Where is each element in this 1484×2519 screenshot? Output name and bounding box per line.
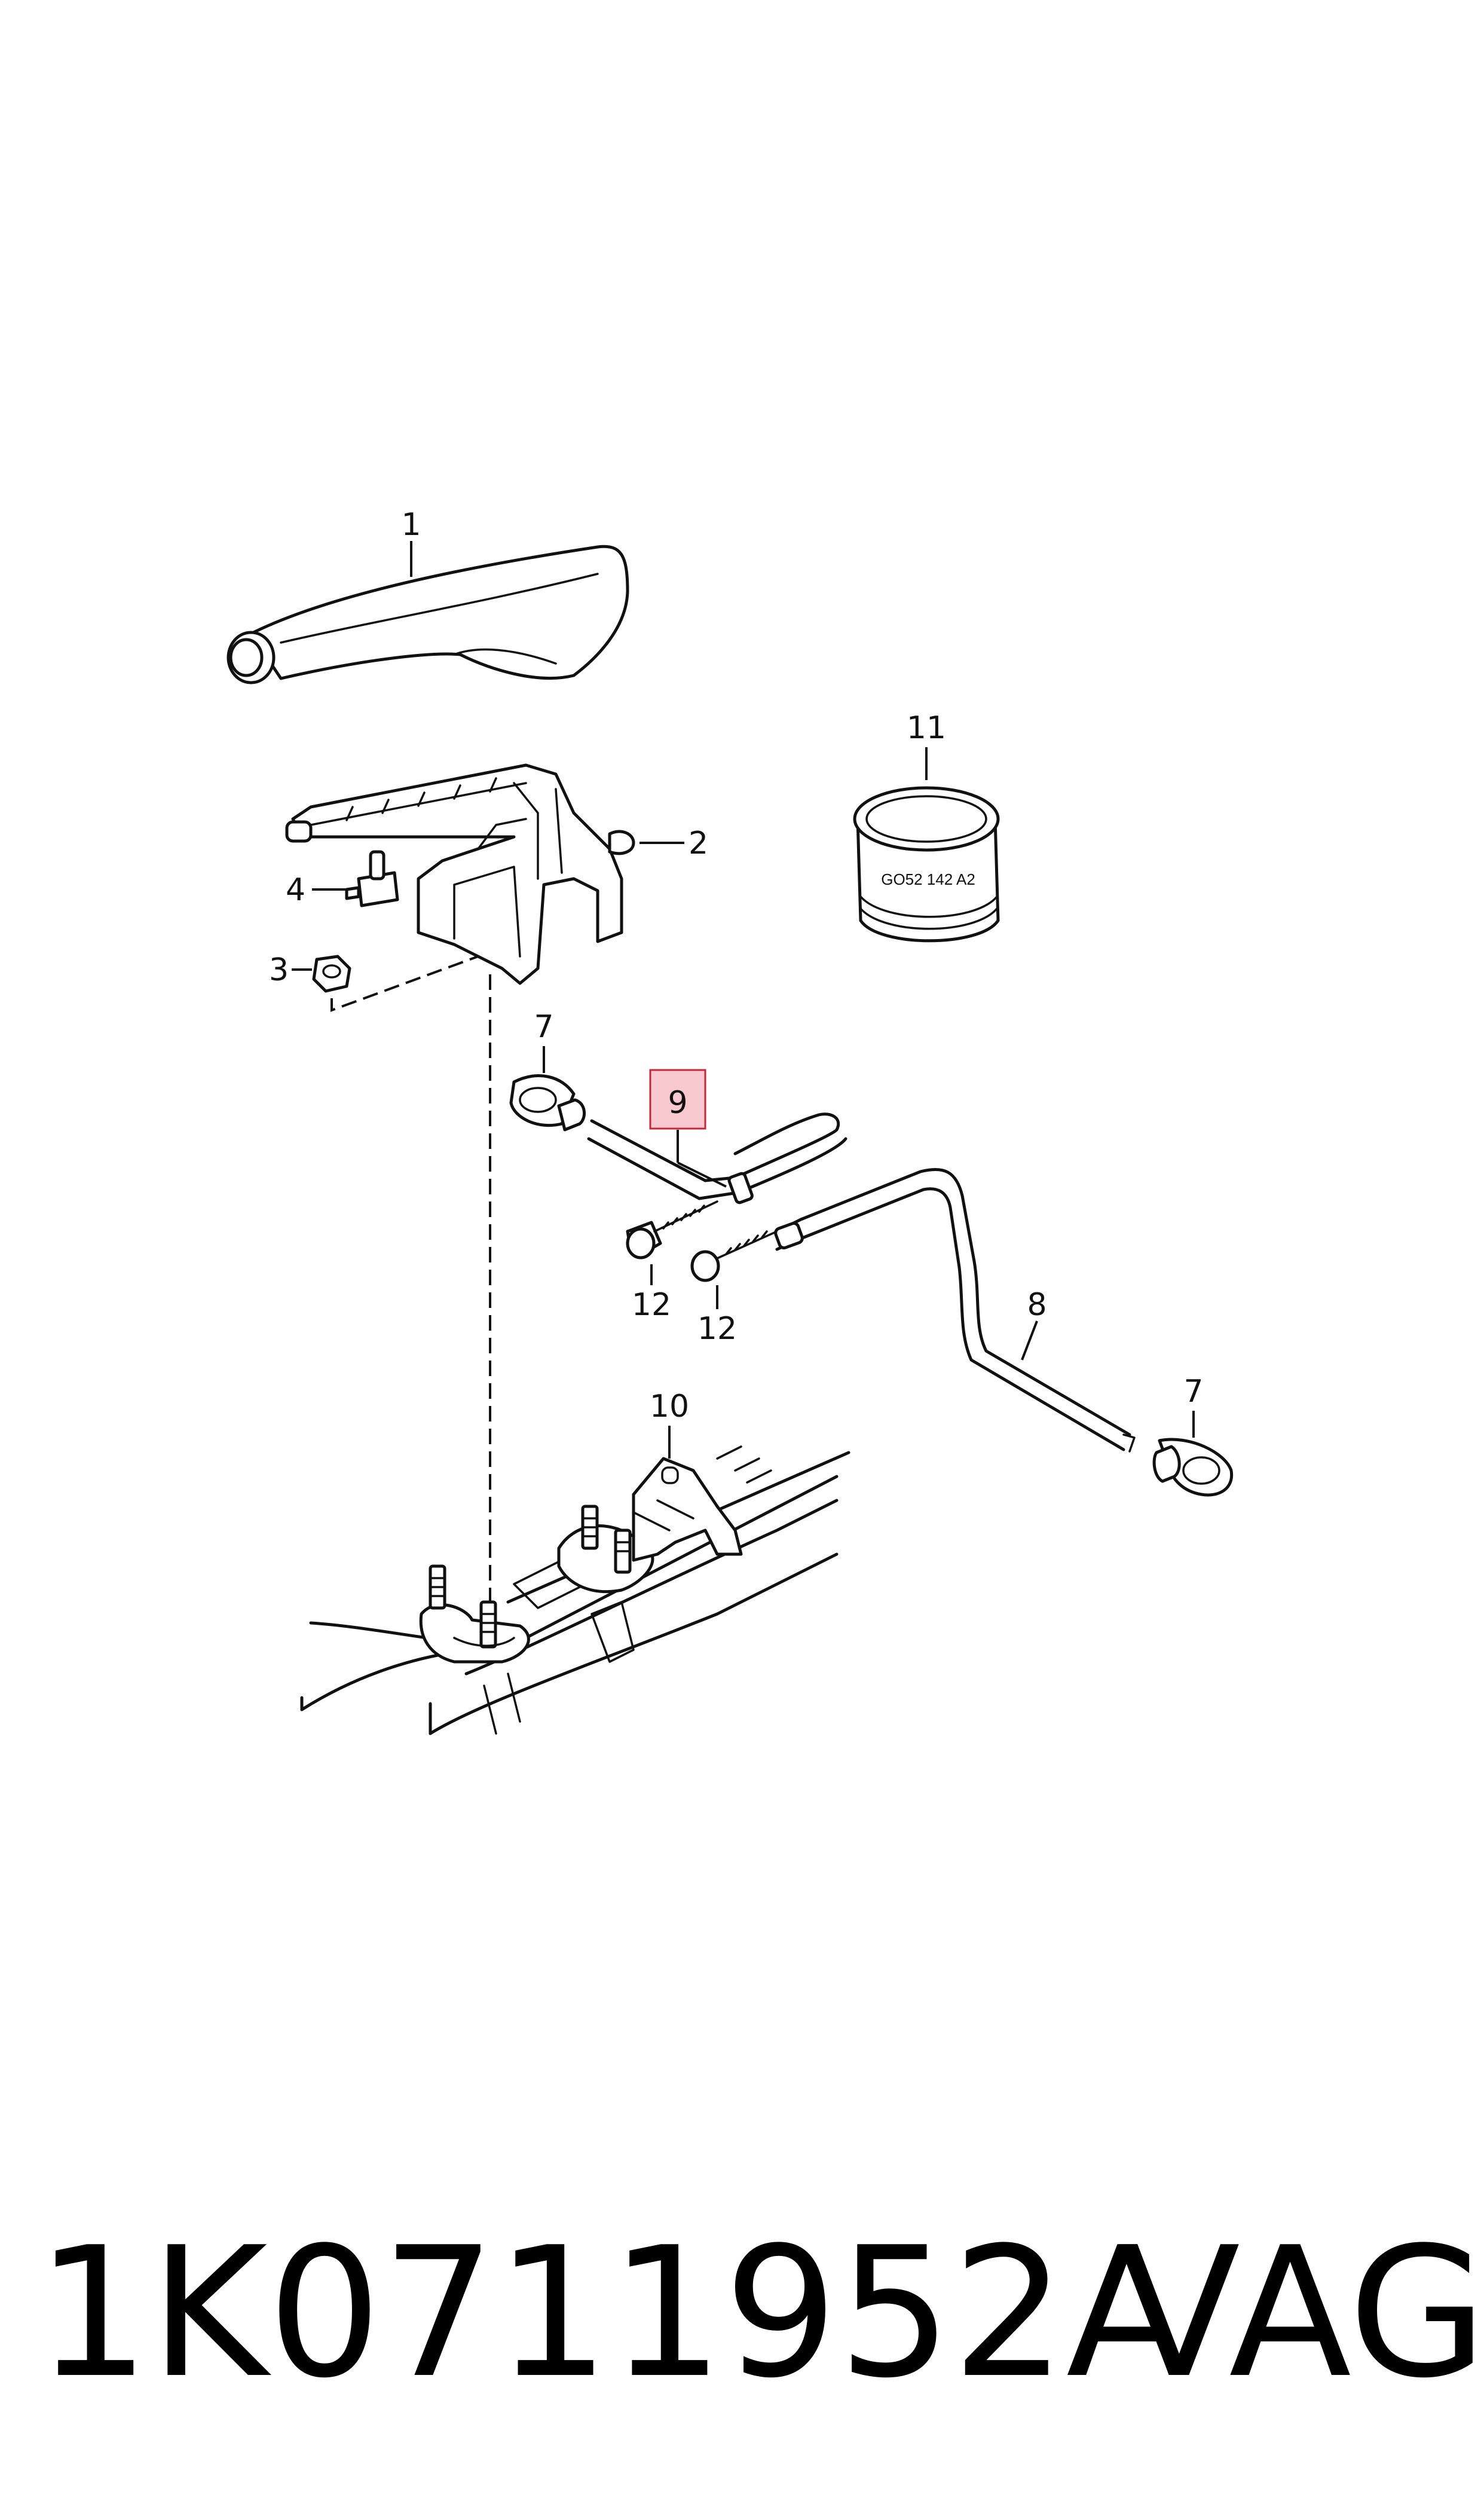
part-1-handbrake-grip (227, 545, 629, 684)
callout-10[interactable]: 10 (650, 1389, 689, 1424)
callout-11[interactable]: 11 (907, 710, 946, 746)
brand-name: VAG (1118, 2209, 1484, 2417)
part-8-cable (774, 1167, 1136, 1453)
part-11-stamp: GO52 142 A2 (881, 870, 975, 888)
part-4-switch (345, 850, 399, 907)
callout-9-highlight (649, 1069, 706, 1130)
part-10-bracket (557, 1457, 743, 1594)
callout-12-right[interactable]: 12 (697, 1311, 737, 1347)
callout-9[interactable]: 9 (668, 1085, 687, 1121)
callout-2[interactable]: 2 (689, 826, 708, 861)
callout-1[interactable]: 1 (401, 507, 421, 543)
part-11-sleeve (853, 786, 1000, 943)
part-3-nut (312, 955, 351, 993)
part-9-cable (587, 1112, 847, 1205)
callout-12-left[interactable]: 12 (632, 1287, 671, 1323)
callout-7-upper[interactable]: 7 (534, 1009, 553, 1045)
footer: 1K0711952A VAG (0, 2212, 1484, 2415)
callout-7-lower[interactable]: 7 (1183, 1374, 1203, 1410)
part-7-cable-eye-lower (1152, 1438, 1234, 1497)
callout-4[interactable]: 4 (286, 872, 305, 908)
floor-tunnel (300, 1445, 850, 1735)
part-7-cable-eye-upper (509, 1074, 586, 1132)
part-2-lever-bracket (285, 763, 635, 985)
part-12-bolt-left (626, 1200, 718, 1260)
callout-8[interactable]: 8 (1027, 1287, 1047, 1323)
part-number: 1K0711952A (36, 2209, 1189, 2417)
callout-3[interactable]: 3 (269, 952, 289, 988)
part-12-bolt-right (690, 1230, 778, 1282)
